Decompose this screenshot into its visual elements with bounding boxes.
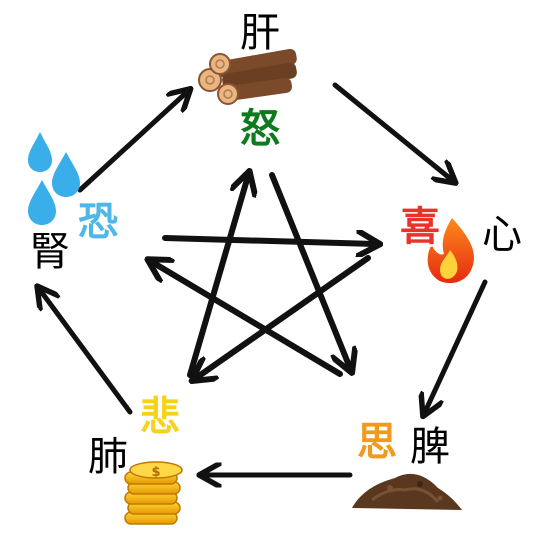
node-liver: 肝 怒 xyxy=(198,10,297,155)
star-line-heart-lung xyxy=(196,255,371,378)
gold-coins-icon: $ xyxy=(124,461,183,525)
arrow-kidney-to-liver xyxy=(77,92,187,193)
emotion-label-worry: 思 xyxy=(357,419,397,465)
emotion-label-anger: 怒 xyxy=(240,106,280,152)
node-spleen: 思 脾 xyxy=(352,417,462,510)
arrow-heart-to-spleen xyxy=(425,279,488,412)
node-lung: $ 悲 肺 xyxy=(88,392,183,525)
emotion-label-grief: 悲 xyxy=(140,394,180,440)
star-line-spleen-kidney xyxy=(152,262,343,377)
arrow-liver-to-heart xyxy=(332,82,452,180)
node-kidney: 恐 腎 xyxy=(28,132,121,275)
soil-pile-icon xyxy=(352,473,462,510)
coin-dollar-symbol: $ xyxy=(151,465,160,480)
controlling-cycle-star xyxy=(152,175,375,378)
organ-label-kidney: 腎 xyxy=(30,229,70,275)
organ-label-liver: 肝 xyxy=(240,10,280,56)
organ-label-heart: 心 xyxy=(482,212,522,258)
wood-logs-icon xyxy=(198,48,297,105)
node-heart: 喜 心 xyxy=(398,202,522,284)
emotion-label-joy: 喜 xyxy=(400,204,440,250)
water-drops-icon xyxy=(28,132,80,225)
organ-label-lung: 肺 xyxy=(88,434,128,480)
generating-cycle-arrows xyxy=(40,82,488,475)
organ-label-spleen: 脾 xyxy=(410,424,450,470)
emotion-label-fear: 恐 xyxy=(78,199,118,245)
star-line-lung-liver xyxy=(187,176,248,378)
arrow-lung-to-kidney xyxy=(40,290,133,415)
star-line-liver-spleen xyxy=(269,172,350,368)
star-line-kidney-heart xyxy=(162,238,375,244)
fire-icon xyxy=(427,218,474,284)
